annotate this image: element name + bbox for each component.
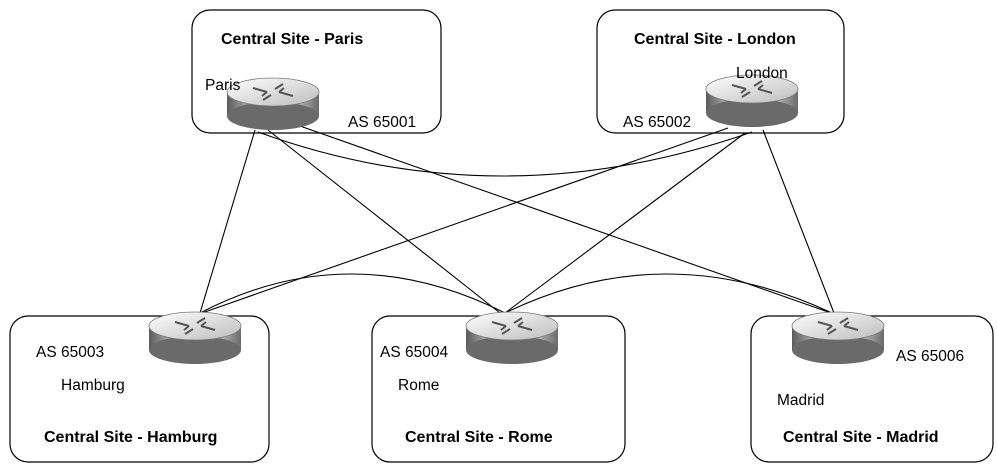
router-icon xyxy=(465,311,559,364)
as-label-hamburg: AS 65003 xyxy=(36,344,104,361)
router-icon xyxy=(148,311,242,364)
router-name-london: London xyxy=(736,65,788,82)
link-london-hamburg xyxy=(201,127,729,314)
link-paris-hamburg xyxy=(199,129,256,314)
router-icon xyxy=(226,77,320,130)
link-rome-madrid xyxy=(504,273,833,314)
router-icon xyxy=(705,74,799,127)
as-label-london: AS 65002 xyxy=(623,114,691,131)
link-paris-london xyxy=(257,131,753,177)
link-london-rome xyxy=(504,132,746,314)
links xyxy=(199,125,835,314)
router-name-madrid: Madrid xyxy=(777,392,824,409)
link-paris-madrid xyxy=(299,125,832,314)
router-name-rome: Rome xyxy=(398,377,439,394)
router-icon xyxy=(791,311,885,364)
router-name-hamburg: Hamburg xyxy=(61,377,125,394)
as-label-paris: AS 65001 xyxy=(348,114,416,131)
site-title-rome: Central Site - Rome xyxy=(405,429,553,446)
site-title-hamburg: Central Site - Hamburg xyxy=(44,429,217,446)
as-label-madrid: AS 65006 xyxy=(896,348,964,365)
link-hamburg-rome xyxy=(199,273,506,314)
router-name-paris: Paris xyxy=(205,77,241,94)
site-title-london: Central Site - London xyxy=(634,31,796,48)
link-paris-rome xyxy=(267,129,501,314)
as-label-rome: AS 65004 xyxy=(380,344,448,361)
site-title-paris: Central Site - Paris xyxy=(221,31,363,48)
link-london-madrid xyxy=(762,129,835,314)
site-title-madrid: Central Site - Madrid xyxy=(783,429,939,446)
